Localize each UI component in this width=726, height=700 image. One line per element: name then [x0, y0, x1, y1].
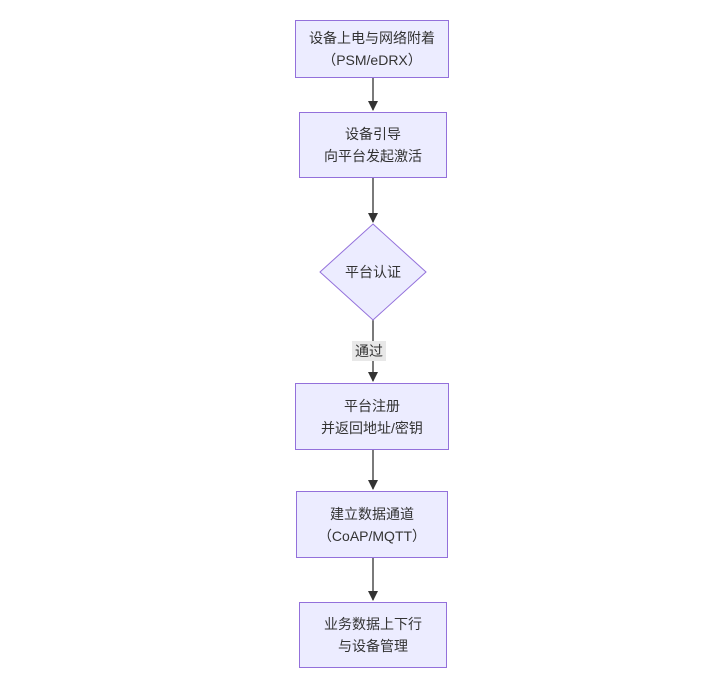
- node-business-line1: 业务数据上下行: [324, 616, 422, 632]
- node-data-channel-line2: （CoAP/MQTT）: [317, 527, 427, 544]
- node-register-line2: 并返回地址/密钥: [321, 419, 423, 436]
- edge-label-pass: 通过: [352, 341, 386, 361]
- node-power-attach-line1: 设备上电与网络附着: [309, 30, 435, 46]
- node-bootstrap: 设备引导 向平台发起激活: [299, 112, 447, 178]
- node-register: 平台注册 并返回地址/密钥: [295, 383, 449, 450]
- node-bootstrap-line1: 设备引导: [345, 126, 401, 142]
- decision-platform-auth-label: 平台认证: [345, 264, 401, 280]
- node-power-attach: 设备上电与网络附着 （PSM/eDRX）: [295, 20, 449, 78]
- node-register-line1: 平台注册: [344, 397, 400, 414]
- node-bootstrap-line2: 向平台发起激活: [324, 148, 422, 164]
- node-data-channel: 建立数据通道 （CoAP/MQTT）: [296, 491, 448, 558]
- decision-platform-auth-shape: [319, 223, 427, 321]
- node-data-channel-line1: 建立数据通道: [330, 505, 414, 522]
- node-business-line2: 与设备管理: [338, 638, 408, 654]
- node-business: 业务数据上下行 与设备管理: [299, 602, 447, 668]
- node-power-attach-line2: （PSM/eDRX）: [322, 52, 422, 68]
